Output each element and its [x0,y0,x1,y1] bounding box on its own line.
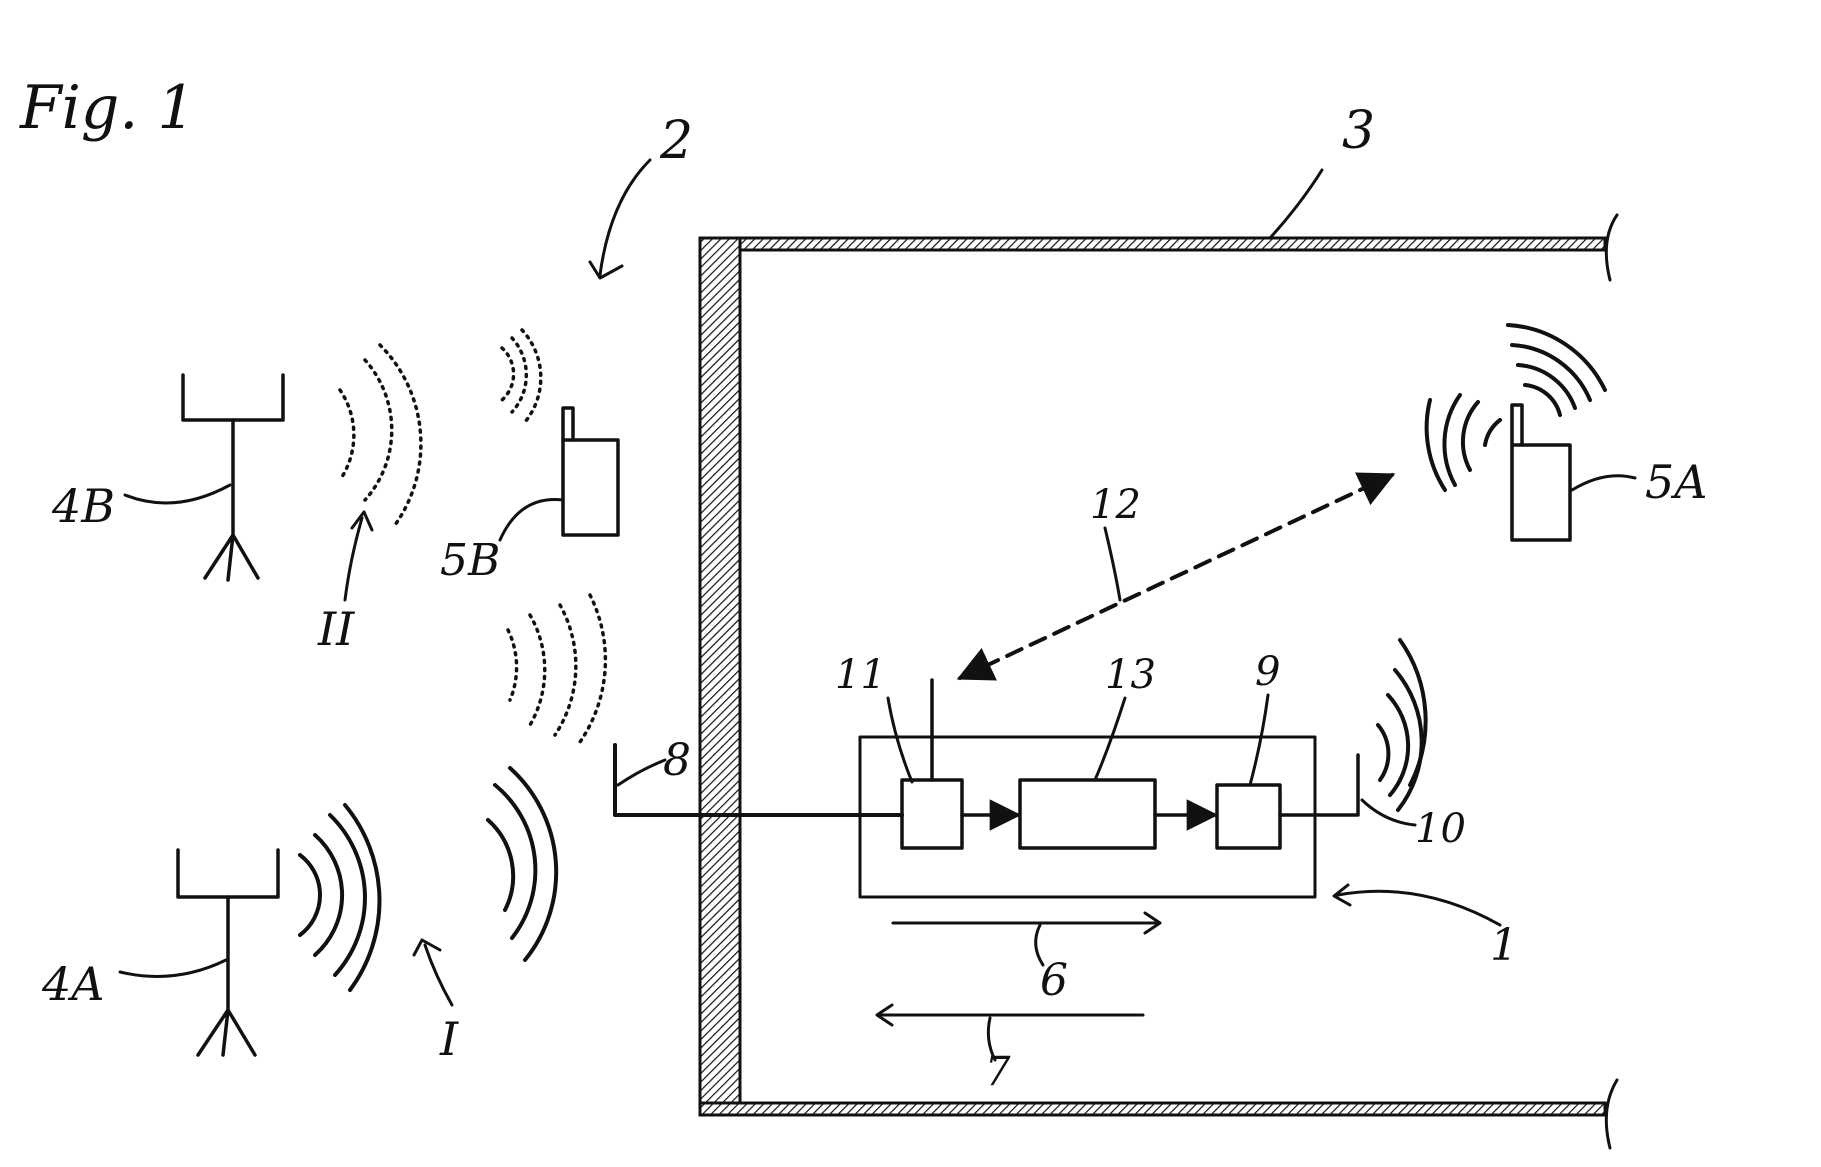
component-13-label: 13 [1105,652,1156,698]
component-11 [900,778,964,850]
system-label: 2 [659,111,693,171]
signal-i-label: I [439,1012,459,1066]
bottom-wall [698,1101,1607,1117]
mobile-5a [1510,403,1572,542]
repeater-label: 1 [1490,920,1518,971]
signal-ii-leader [343,510,374,602]
dotted-waves-mid [506,593,608,744]
link-12 [956,472,1396,681]
line-9-to-indoor-antenna [1278,753,1360,817]
dotted-waves-4b [338,328,543,527]
mobile-5b-label: 5B [440,535,500,586]
direction-7-leader [986,1016,997,1062]
direction-6-arrow [891,911,1162,935]
base-station-4a-label: 4A [41,957,105,1011]
component-9-label: 9 [1255,649,1280,695]
base-station-4a [176,848,280,1057]
direction-6-leader [1034,923,1045,967]
building-label: 3 [1342,101,1375,161]
building-leader [1268,168,1324,240]
signal-i-leader [412,938,454,1007]
component-13 [1018,778,1157,850]
indoor-antenna-leader [1360,798,1417,827]
base-station-4b-leader [123,483,232,505]
mobile-5a-leader [1570,474,1637,492]
base-station-4b-label: 4B [51,479,115,533]
solid-waves-4a [298,766,559,992]
component-13-leader [1093,696,1127,782]
component-11-leader [886,696,914,784]
top-wall-break [1604,213,1619,282]
mobile-5a-label: 5A [1645,455,1708,509]
mobile-5b-leader [498,498,565,542]
direction-7-arrow [875,1003,1145,1027]
component-9-leader [1248,693,1270,787]
repeater-leader [1332,883,1502,927]
building-walls [698,213,1619,1150]
link-12-leader [1103,526,1122,602]
repeater-housing [858,735,1317,899]
figure-title: Fig. 1 [19,73,196,143]
solid-waves-5a [1424,323,1607,492]
component-9 [1215,783,1282,850]
direction-6-label: 6 [1040,955,1068,1006]
outdoor-antenna-leader [616,758,667,787]
outdoor-antenna-label: 8 [663,735,691,786]
system-leader [588,158,652,280]
indoor-antenna-label: 10 [1415,806,1466,852]
link-12-label: 12 [1090,482,1141,528]
bottom-wall-break [1604,1078,1619,1150]
solid-waves-indoor [1376,638,1428,812]
base-station-4b [181,373,285,582]
outdoor-antenna-8 [613,743,904,817]
component-11-label: 11 [835,652,886,698]
direction-7-label: 7 [985,1049,1011,1095]
top-wall [698,236,1607,252]
left-wall [698,236,742,1117]
base-station-4a-leader [118,958,228,978]
mobile-5b [561,406,620,537]
signal-ii-label: II [317,602,355,656]
